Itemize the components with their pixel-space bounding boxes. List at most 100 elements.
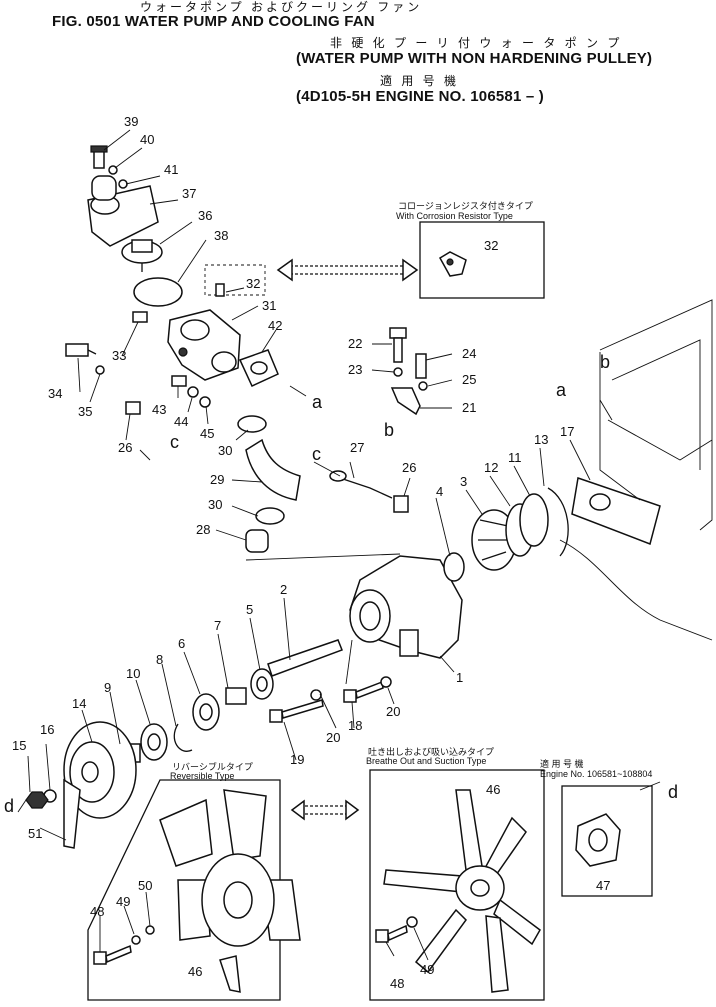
callout-26-right: 26 — [402, 460, 417, 475]
thermostat-housing-31 — [167, 309, 241, 381]
seal-4 — [443, 552, 465, 582]
callout-25: 25 — [462, 372, 477, 387]
callout-49-reversible: 49 — [116, 894, 131, 909]
callout-26-left: 26 — [118, 440, 133, 455]
bracket-21 — [390, 387, 421, 416]
connector-a-left: a — [312, 392, 323, 412]
pump-body-1 — [349, 555, 463, 659]
snap-ring-8 — [173, 723, 193, 752]
o-ring-11 — [519, 493, 549, 547]
callout-19: 19 — [290, 752, 305, 767]
breathe-inset-caption: Breathe Out and Suction Type — [366, 756, 487, 766]
callout-46-breathe: 46 — [486, 782, 501, 797]
washer-41 — [118, 179, 128, 189]
callout-35: 35 — [78, 404, 93, 419]
corrosion-inset-caption: With Corrosion Resistor Type — [396, 211, 513, 221]
double-arrow-fans — [290, 799, 360, 821]
leader-lines — [17, 129, 661, 961]
gasket-38 — [133, 277, 183, 307]
nut-15 — [25, 791, 49, 809]
callout-4: 4 — [436, 484, 444, 499]
callout-13: 13 — [534, 432, 549, 447]
subtitle-japanese: 非 硬 化 プ ー リ 付 ウ ォ ー タ ポ ン プ — [330, 36, 623, 50]
connector-b-right: b — [600, 352, 611, 372]
plug-32 — [215, 283, 225, 297]
callout-37: 37 — [182, 186, 197, 201]
bolt-22 — [389, 327, 407, 363]
callout-18: 18 — [348, 718, 363, 733]
callout-39: 39 — [124, 114, 139, 129]
callout-36: 36 — [198, 208, 213, 223]
callout-44: 44 — [174, 414, 189, 429]
callout-17: 17 — [560, 424, 575, 439]
connector-b-left: b — [384, 420, 395, 440]
washer-20b — [380, 676, 392, 688]
callout-10: 10 — [126, 666, 141, 681]
callout-46-reversible: 46 — [188, 964, 203, 979]
callout-51: 51 — [28, 826, 43, 841]
connector-c-left: c — [170, 432, 179, 452]
reversible-fan-46 — [159, 789, 301, 993]
bolt-39 — [90, 145, 108, 169]
corrosion-inset-caption-jp: コロージョンレジスタ付きタイプ — [398, 201, 533, 211]
callout-50: 50 — [138, 878, 153, 893]
connector-d-left: d — [4, 796, 15, 816]
callout-47: 47 — [596, 878, 611, 893]
reversible-inset-caption: Reversible Type — [170, 771, 235, 781]
callout-31: 31 — [262, 298, 277, 313]
callout-12: 12 — [484, 460, 499, 475]
breathe-inset-caption-jp: 吐き出しおよび吸い込みタイプ — [368, 747, 495, 757]
engine-inset-caption-jp: 適 用 号 機 — [540, 759, 584, 769]
callout-2: 2 — [280, 582, 288, 597]
corrosion-resistor-inset-box — [419, 221, 545, 299]
callout-8: 8 — [156, 652, 164, 667]
elbow-26 — [125, 401, 141, 415]
callout-28: 28 — [196, 522, 211, 537]
figure-title: FIG. 0501 WATER PUMP AND COOLING FAN — [52, 13, 375, 30]
callout-14: 14 — [72, 696, 87, 711]
fitting-28 — [245, 529, 269, 553]
bolt-43 — [171, 375, 187, 387]
washer-23 — [393, 367, 403, 377]
callout-45: 45 — [200, 426, 215, 441]
callout-34: 34 — [48, 386, 63, 401]
sensor-33 — [132, 311, 148, 323]
leader-pump-shaft — [345, 639, 353, 685]
clamp-30-lower — [255, 507, 285, 525]
elbow-26-b — [393, 495, 409, 513]
gasket-17 — [571, 477, 661, 546]
bolt-18 — [343, 680, 384, 703]
engine-no-inset-box — [561, 785, 653, 897]
callout-40: 40 — [140, 132, 155, 147]
callout-16: 16 — [40, 722, 55, 737]
engine-block-outline — [559, 299, 713, 641]
callout-32-inset: 32 — [484, 238, 499, 253]
detail-box-32 — [204, 264, 266, 296]
pulley-14 — [63, 721, 137, 819]
washer-20a — [310, 689, 322, 701]
engine-number: (4D105-5H ENGINE NO. 106581 – ) — [296, 88, 544, 105]
callout-33: 33 — [112, 348, 127, 363]
thermostat-cover-37 — [87, 175, 159, 247]
callout-30-upper: 30 — [218, 443, 233, 458]
callout-20-left: 20 — [326, 730, 341, 745]
leader-pump-hose — [245, 553, 401, 561]
washer-49b — [406, 916, 418, 928]
connector-d-right: d — [668, 782, 679, 802]
clamp-30-upper — [237, 415, 267, 433]
title-japanese: ウォータポンプ およびクーリング ファン — [140, 0, 423, 14]
callout-1: 1 — [456, 670, 464, 685]
callout-49-breathe: 49 — [420, 962, 435, 977]
bearing-10 — [140, 723, 168, 761]
callout-27: 27 — [350, 440, 365, 455]
callout-11: 11 — [508, 450, 522, 465]
reversible-fan-inset-box — [87, 779, 281, 1001]
callout-21: 21 — [462, 400, 477, 415]
shaft-2 — [267, 639, 343, 677]
connector-c-right: c — [312, 444, 321, 464]
ring-13 — [547, 487, 569, 557]
washer-35 — [95, 365, 105, 375]
breathe-fan-inset-box — [369, 769, 545, 1001]
callout-5: 5 — [246, 602, 254, 617]
